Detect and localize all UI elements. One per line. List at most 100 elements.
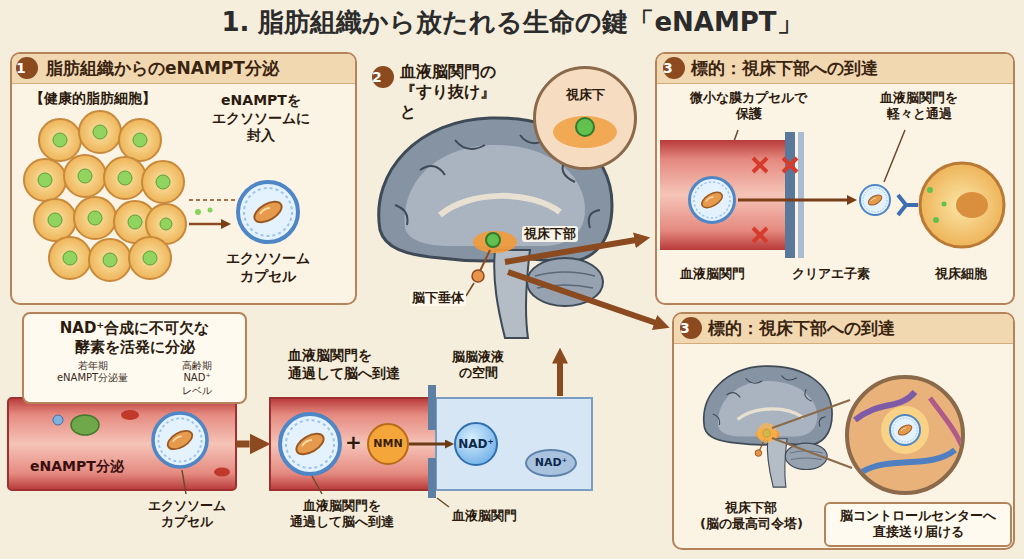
note-label: 血液脳関門を 軽々と通過 [880,90,958,123]
barrier-detail [785,132,795,258]
part-label: 視床細胞 [935,266,987,282]
enampt-glow [48,213,62,227]
enampt-glow [38,173,52,187]
barrier-detail [933,217,939,223]
part-label: エクソソーム カプセル [148,498,226,531]
fat-cells [142,161,184,203]
node-heading: NAD⁺合成に不可欠な 酵素を活発に分泌 [30,319,239,357]
barrier-wall [428,385,436,430]
illustration [153,413,207,467]
callout-number: 1 [16,57,38,79]
node-heading: 標的：視床下部への到達 [674,314,1013,344]
note-label: 微小な膜カプセルで 保護 [690,90,807,123]
barrier-detail [660,132,1004,258]
magnifier [535,68,635,168]
panel: 標的：視床下部への到達脳コントロールセンターへ 直接送り届ける [672,312,1015,550]
illustration [860,185,890,215]
barrier-wall [428,385,436,498]
part-label: 脳下垂体 [410,290,466,306]
node-heading: 脳コントロールセンターへ 直接送り届ける [832,508,1004,541]
note-label: 血液脳関門を 通過して脳へ到達 [290,498,394,531]
enampt-glow [118,171,132,185]
secretion-arrow [189,200,236,224]
leader-line [884,130,905,182]
node-heading: 標的：視床下部への到達 [657,54,1013,84]
barrier-detail [660,140,785,250]
enampt-glow [63,251,77,265]
blood-vessel [8,398,236,490]
node-heading: NAD⁺ [458,437,494,452]
vessel-band: 血液脳関門を 通過して脳へ到達 NMN NAD⁺ NAD⁺ [270,345,592,490]
secretion-arrow [208,208,213,213]
leader-line [437,498,449,507]
flow-arrow [505,240,656,323]
blood-vessel [436,398,592,490]
part-label: 視床下部 (脳の最高司令塔) [700,500,803,533]
fat-cells [24,111,186,281]
fat-cells [119,119,161,161]
fat-cells [74,197,116,239]
panel: 脂肪組織からのeNAMPT分泌 [10,52,357,305]
plus-sign: + [345,430,362,455]
panel-ground [672,312,1015,550]
flow-arrow [508,272,656,323]
node-heading: 血液脳関門を 通過して脳へ到達 [288,347,400,382]
enampt-glow [160,218,172,230]
node-heading: 視床下 [536,87,634,103]
illustration [704,366,832,487]
blood-vessel [53,415,63,425]
fat-cells [89,239,131,281]
molecule-circle: NMN [367,423,409,465]
part-label: 脳脳液液 の空間 [452,349,504,382]
part-label: 血液脳関門 [452,508,517,524]
connector-arrow [409,443,445,446]
leader-line [312,476,322,494]
part-label: 視床下部 [522,226,578,242]
target-detail [772,438,852,468]
fat-cells [64,155,106,197]
secretion-arrow [189,223,222,226]
blood-vessel [71,415,99,435]
vessel-band: eNAMPT分泌 [8,398,236,490]
barrier-detail [920,163,1004,247]
flow-arrow [557,362,563,396]
node-heading: NMN [373,437,402,451]
target-detail [930,398,962,446]
target-detail [757,377,963,493]
blood-vessel [214,468,230,477]
barrier-detail [798,132,804,258]
molecule-oval: NAD⁺ [525,449,577,477]
enampt-glow [133,133,147,147]
callout-number: 3 [680,317,702,339]
illustration [690,178,735,223]
panel-ground [655,52,1015,305]
fat-cells [49,237,91,279]
enampt-glow [103,253,117,267]
flow-arrow [505,240,636,262]
barrier-detail [956,192,988,218]
enampt-glow [88,211,102,225]
part-label: エクソソーム カプセル [226,250,310,285]
blood-vessel [121,410,139,420]
fat-cells [39,119,81,161]
secretion-arrow [195,209,201,215]
secretion-arrow [189,199,236,201]
target-detail [757,423,777,443]
enampt-glow [53,133,67,147]
barrier-detail [927,187,933,193]
node-heading: 脂肪組織からのeNAMPT分泌 [12,54,355,84]
leader-line [466,283,474,296]
magnifier [576,118,594,136]
enampt-glow [93,125,107,139]
section-heading: 血液脳関門の 『すり抜け』と [400,62,496,122]
illustration [890,415,920,445]
fat-cells [129,237,171,279]
enampt-glow [143,251,157,265]
part-label: 血液脳関門 [680,266,745,282]
enampt-glow [38,125,172,267]
node-text: 若年期 eNAMPT分泌量 [57,360,128,398]
node-heading: NAD⁺ [535,456,568,470]
callout-number: 3 [663,57,685,79]
target-detail [881,406,929,454]
barrier-detail [738,199,848,202]
